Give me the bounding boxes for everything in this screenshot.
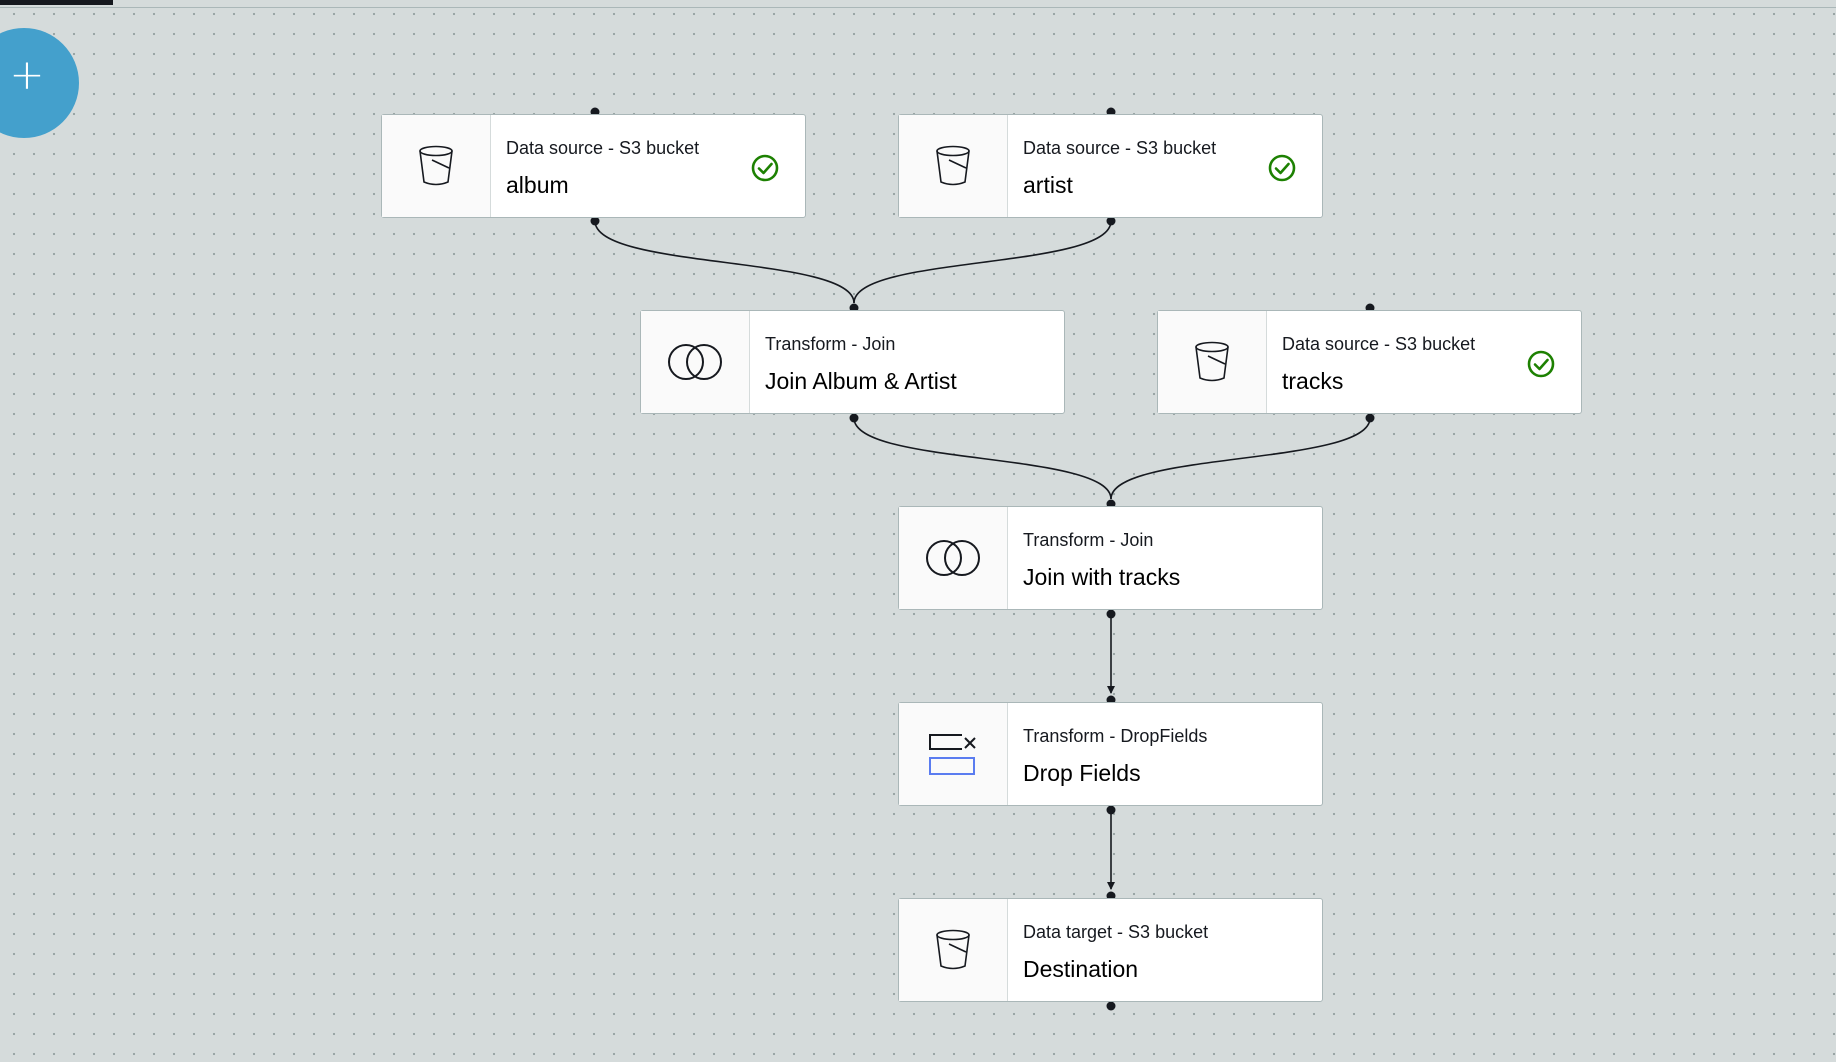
edge-artist-to-join-album-artist [853,220,1112,304]
edge-join-album-artist-to-join-with-tracks [853,417,1112,500]
node-join-album-artist[interactable]: Transform - Join Join Album & Artist [640,310,1065,414]
join-icon [668,344,722,380]
edge-tracks-to-join-with-tracks [1110,417,1371,500]
port-destination-out [1106,1001,1116,1011]
node-destination[interactable]: Data target - S3 bucket Destination [898,898,1323,1002]
canvas-top-border [0,0,1836,8]
edge-album-to-join-album-artist [594,220,855,304]
port-join-with-tracks-out [1106,609,1116,619]
node-icon-box [899,899,1008,1001]
node-kind-label: Transform - DropFields [1023,726,1208,746]
port-artist-out [1106,216,1116,226]
node-drop-fields[interactable]: Transform - DropFields Drop Fields [898,702,1323,806]
node-kind-label: Data source - S3 bucket [1282,334,1476,354]
bucket-icon [419,145,453,186]
success-check-icon [1268,154,1296,182]
plus-icon: + [9,50,45,99]
node-icon-box [899,507,1008,609]
port-drop-fields-out [1106,805,1116,815]
node-icon-box [899,115,1008,217]
join-icon [926,540,980,576]
node-name-label: tracks [1282,368,1344,394]
bucket-icon [1195,341,1229,382]
bucket-icon [936,929,970,970]
node-kind-label: Data target - S3 bucket [1023,922,1209,942]
add-node-button[interactable]: + [0,28,79,138]
drop-fields-icon [929,734,976,775]
node-icon-box [1158,311,1267,413]
node-icon-box [899,703,1008,805]
node-artist[interactable]: Data source - S3 bucket artist [898,114,1323,218]
active-tab-indicator [0,0,113,5]
node-kind-label: Data source - S3 bucket [1023,138,1217,158]
port-album-out [590,216,600,226]
node-join-with-tracks[interactable]: Transform - Join Join with tracks [898,506,1323,610]
port-tracks-out [1365,413,1375,423]
node-kind-label: Data source - S3 bucket [506,138,700,158]
node-album[interactable]: Data source - S3 bucket album [381,114,806,218]
node-name-label: artist [1023,172,1073,198]
node-name-label: Drop Fields [1023,760,1141,786]
success-check-icon [751,154,779,182]
node-name-label: album [506,172,569,198]
node-kind-label: Transform - Join [1023,530,1154,550]
node-icon-box [382,115,491,217]
node-tracks[interactable]: Data source - S3 bucket tracks [1157,310,1582,414]
node-name-label: Join Album & Artist [765,368,957,394]
node-icon-box [641,311,750,413]
success-check-icon [1527,350,1555,378]
node-name-label: Destination [1023,956,1139,982]
bucket-icon [936,145,970,186]
port-join-album-artist-out [849,413,859,423]
node-kind-label: Transform - Join [765,334,896,354]
node-name-label: Join with tracks [1023,564,1181,590]
